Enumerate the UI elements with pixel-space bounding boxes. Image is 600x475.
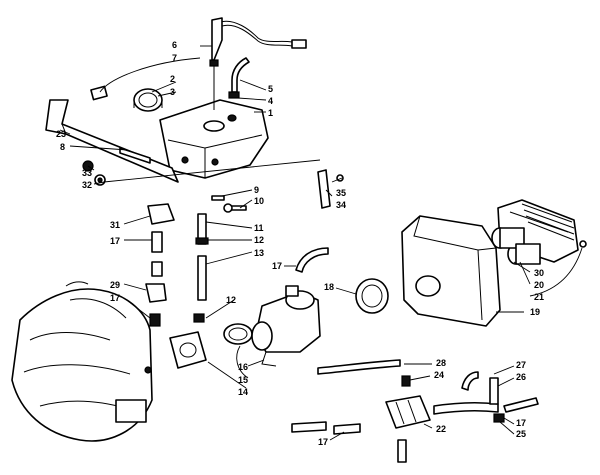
callout-17e: 17 bbox=[516, 418, 526, 428]
callout-3: 3 bbox=[170, 87, 175, 97]
injection-pump-fittings bbox=[145, 203, 175, 327]
callout-1: 1 bbox=[268, 108, 273, 118]
callout-7: 7 bbox=[172, 53, 177, 63]
callout-21: 21 bbox=[534, 292, 544, 302]
callout-35: 35 bbox=[336, 188, 346, 198]
intake-screen bbox=[521, 203, 575, 241]
callout-2: 2 bbox=[170, 74, 175, 84]
retaining-strap bbox=[317, 169, 344, 209]
callout-17d: 17 bbox=[318, 437, 328, 447]
clamp bbox=[223, 323, 253, 345]
callout-5: 5 bbox=[268, 84, 273, 94]
callout-8: 8 bbox=[60, 142, 65, 152]
cap-clip bbox=[90, 85, 108, 101]
callout-17c: 17 bbox=[272, 261, 282, 271]
air-silencer bbox=[401, 215, 501, 327]
callout-20: 20 bbox=[534, 280, 544, 290]
callout-33: 33 bbox=[82, 168, 92, 178]
callout-17a: 17 bbox=[110, 236, 120, 246]
callout-16: 16 bbox=[238, 362, 248, 372]
callout-27: 27 bbox=[516, 360, 526, 370]
callout-12a: 12 bbox=[254, 235, 264, 245]
callout-6: 6 bbox=[172, 40, 177, 50]
callout-23: 23 bbox=[56, 129, 66, 139]
callout-12b: 12 bbox=[226, 295, 236, 305]
callout-9: 9 bbox=[254, 185, 259, 195]
callout-11: 11 bbox=[254, 223, 264, 233]
callout-26: 26 bbox=[516, 372, 526, 382]
intake-boot bbox=[355, 278, 389, 314]
callout-34: 34 bbox=[336, 200, 346, 210]
screws bbox=[211, 195, 247, 213]
oil-line bbox=[193, 213, 209, 323]
callout-18: 18 bbox=[324, 282, 334, 292]
callout-14: 14 bbox=[238, 387, 248, 397]
vent-line bbox=[295, 247, 329, 273]
callout-24: 24 bbox=[434, 370, 444, 380]
vent-hose bbox=[228, 57, 250, 99]
callout-13: 13 bbox=[254, 248, 264, 258]
engine bbox=[11, 281, 153, 442]
callout-15: 15 bbox=[238, 375, 248, 385]
filler-cap bbox=[133, 88, 163, 112]
carburetor bbox=[251, 285, 321, 367]
callout-29: 29 bbox=[110, 280, 120, 290]
level-sender bbox=[209, 17, 307, 110]
callout-25: 25 bbox=[516, 429, 526, 439]
fuel-pump-assembly bbox=[291, 359, 539, 463]
callout-4: 4 bbox=[268, 96, 273, 106]
callout-10: 10 bbox=[254, 196, 264, 206]
oil-tank bbox=[159, 99, 269, 179]
callout-22: 22 bbox=[436, 424, 446, 434]
callout-30: 30 bbox=[534, 268, 544, 278]
callout-32: 32 bbox=[82, 180, 92, 190]
callout-31: 31 bbox=[110, 220, 120, 230]
callout-17b: 17 bbox=[110, 293, 120, 303]
carb-flange bbox=[169, 331, 207, 369]
intake-snorkels bbox=[491, 199, 587, 265]
callout-28: 28 bbox=[436, 358, 446, 368]
callout-19: 19 bbox=[530, 307, 540, 317]
tank-bracket bbox=[45, 99, 179, 183]
leader-lines bbox=[59, 45, 583, 441]
callout-labels: 1 2 3 4 5 6 7 8 9 10 11 12 12 13 14 15 1… bbox=[56, 40, 544, 447]
